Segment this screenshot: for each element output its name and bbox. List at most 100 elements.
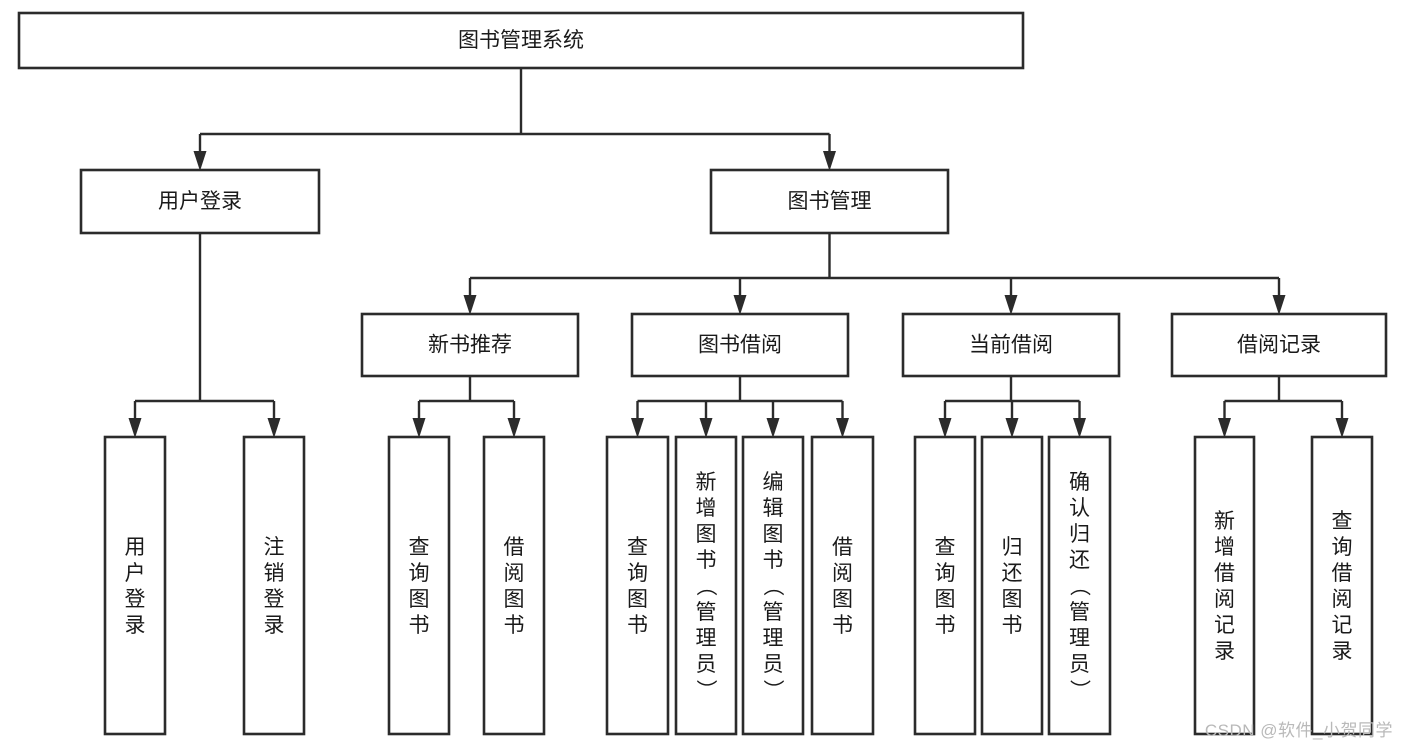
- node-label-char: 理: [696, 627, 717, 650]
- node-box[interactable]: [913, 435, 977, 736]
- node-label-char: 阅: [504, 562, 525, 585]
- node-label-char: 录: [1214, 640, 1235, 663]
- node-label-char: 员: [1069, 653, 1090, 676]
- node-label-char: 管: [763, 601, 784, 624]
- node-label-char: 查: [935, 536, 956, 559]
- node-label: 用户登录: [158, 190, 242, 213]
- node-box[interactable]: [901, 312, 1121, 378]
- node-当前借阅[interactable]: 当前借阅: [901, 312, 1121, 378]
- node-box[interactable]: [242, 435, 306, 736]
- node-label-char: 查: [627, 536, 648, 559]
- node-label-char: 图: [1002, 588, 1023, 611]
- node-label-char: 书: [763, 549, 784, 572]
- node-layer: 图书管理系统用户登录图书管理新书推荐图书借阅当前借阅借阅记录用户登录注销登录查询…: [17, 11, 1388, 736]
- arrow-head-icon: [1004, 295, 1018, 315]
- arrow-head-icon: [938, 418, 952, 438]
- node-label-char: 图: [935, 588, 956, 611]
- node-label: 图书管理: [788, 190, 872, 213]
- node-box[interactable]: [387, 435, 451, 736]
- node-图书管理[interactable]: 图书管理: [709, 168, 950, 235]
- connector-group-new-book: [412, 376, 521, 438]
- node-label-char: （: [694, 575, 717, 596]
- node-label-char: 确: [1069, 471, 1090, 494]
- node-label-char: 询: [409, 562, 430, 585]
- node-box[interactable]: [1310, 435, 1374, 736]
- node-label-char: 借: [1214, 562, 1235, 585]
- connector-group-root: [193, 68, 836, 171]
- node-label-char: ）: [1068, 679, 1091, 700]
- node-box[interactable]: [741, 435, 805, 736]
- arrow-head-icon: [507, 418, 521, 438]
- node-label: 图书借阅: [698, 334, 782, 357]
- node-label-char: 记: [1332, 614, 1353, 637]
- node-box[interactable]: [980, 435, 1044, 736]
- node-用户登录[interactable]: 用户登录: [79, 168, 321, 235]
- arrow-head-icon: [631, 418, 644, 438]
- node-box[interactable]: [17, 11, 1025, 70]
- node-label-char: 图: [627, 588, 648, 611]
- node-label-char: 查: [409, 536, 430, 559]
- arrow-head-icon: [699, 418, 713, 438]
- node-label-char: 还: [1002, 562, 1023, 585]
- node-label-char: 书: [504, 614, 525, 637]
- connector-group-book-borrow: [631, 376, 849, 438]
- node-box[interactable]: [630, 312, 850, 378]
- node-label-char: 查: [1332, 510, 1353, 533]
- connector-group-book-manage: [463, 233, 1286, 315]
- node-label-char: 图: [409, 588, 430, 611]
- node-label-char: 录: [1332, 640, 1353, 663]
- node-label-char: 辑: [763, 497, 784, 520]
- node-label-char: 图: [696, 523, 717, 546]
- arrow-head-icon: [1335, 418, 1349, 438]
- node-box[interactable]: [1047, 435, 1112, 736]
- node-box[interactable]: [674, 435, 738, 736]
- node-label-char: 借: [1332, 562, 1353, 585]
- arrow-head-icon: [128, 418, 142, 438]
- node-label-char: 归: [1069, 523, 1090, 546]
- node-box[interactable]: [360, 312, 580, 378]
- node-box[interactable]: [1170, 312, 1388, 378]
- node-box[interactable]: [1193, 435, 1256, 736]
- node-box[interactable]: [482, 435, 546, 736]
- node-box[interactable]: [709, 168, 950, 235]
- arrow-head-icon: [1005, 418, 1019, 438]
- arrow-head-icon: [1272, 295, 1286, 315]
- connector-group-user-login: [128, 233, 281, 438]
- arrow-head-icon: [836, 418, 849, 438]
- node-借阅记录[interactable]: 借阅记录: [1170, 312, 1388, 378]
- node-label-char: ）: [694, 679, 717, 700]
- node-label-char: 注: [264, 536, 285, 559]
- node-box[interactable]: [810, 435, 875, 736]
- node-图书管理系统[interactable]: 图书管理系统: [17, 11, 1025, 70]
- node-box[interactable]: [605, 435, 670, 736]
- node-label-char: 登: [125, 588, 146, 611]
- node-label-char: 书: [832, 614, 853, 637]
- node-box[interactable]: [79, 168, 321, 235]
- arrow-head-icon: [412, 418, 426, 438]
- node-box[interactable]: [103, 435, 167, 736]
- node-label-char: 还: [1069, 549, 1090, 572]
- arrow-head-icon: [463, 295, 477, 315]
- node-新书推荐[interactable]: 新书推荐: [360, 312, 580, 378]
- node-label-char: 书: [935, 614, 956, 637]
- node-图书借阅[interactable]: 图书借阅: [630, 312, 850, 378]
- node-用户登录[interactable]: 用户登录: [103, 435, 167, 736]
- node-label-char: 图: [832, 588, 853, 611]
- node-label-char: 书: [627, 614, 648, 637]
- node-label-char: 销: [264, 562, 285, 585]
- node-label-char: 借: [504, 536, 525, 559]
- node-label-char: 新: [1214, 510, 1235, 533]
